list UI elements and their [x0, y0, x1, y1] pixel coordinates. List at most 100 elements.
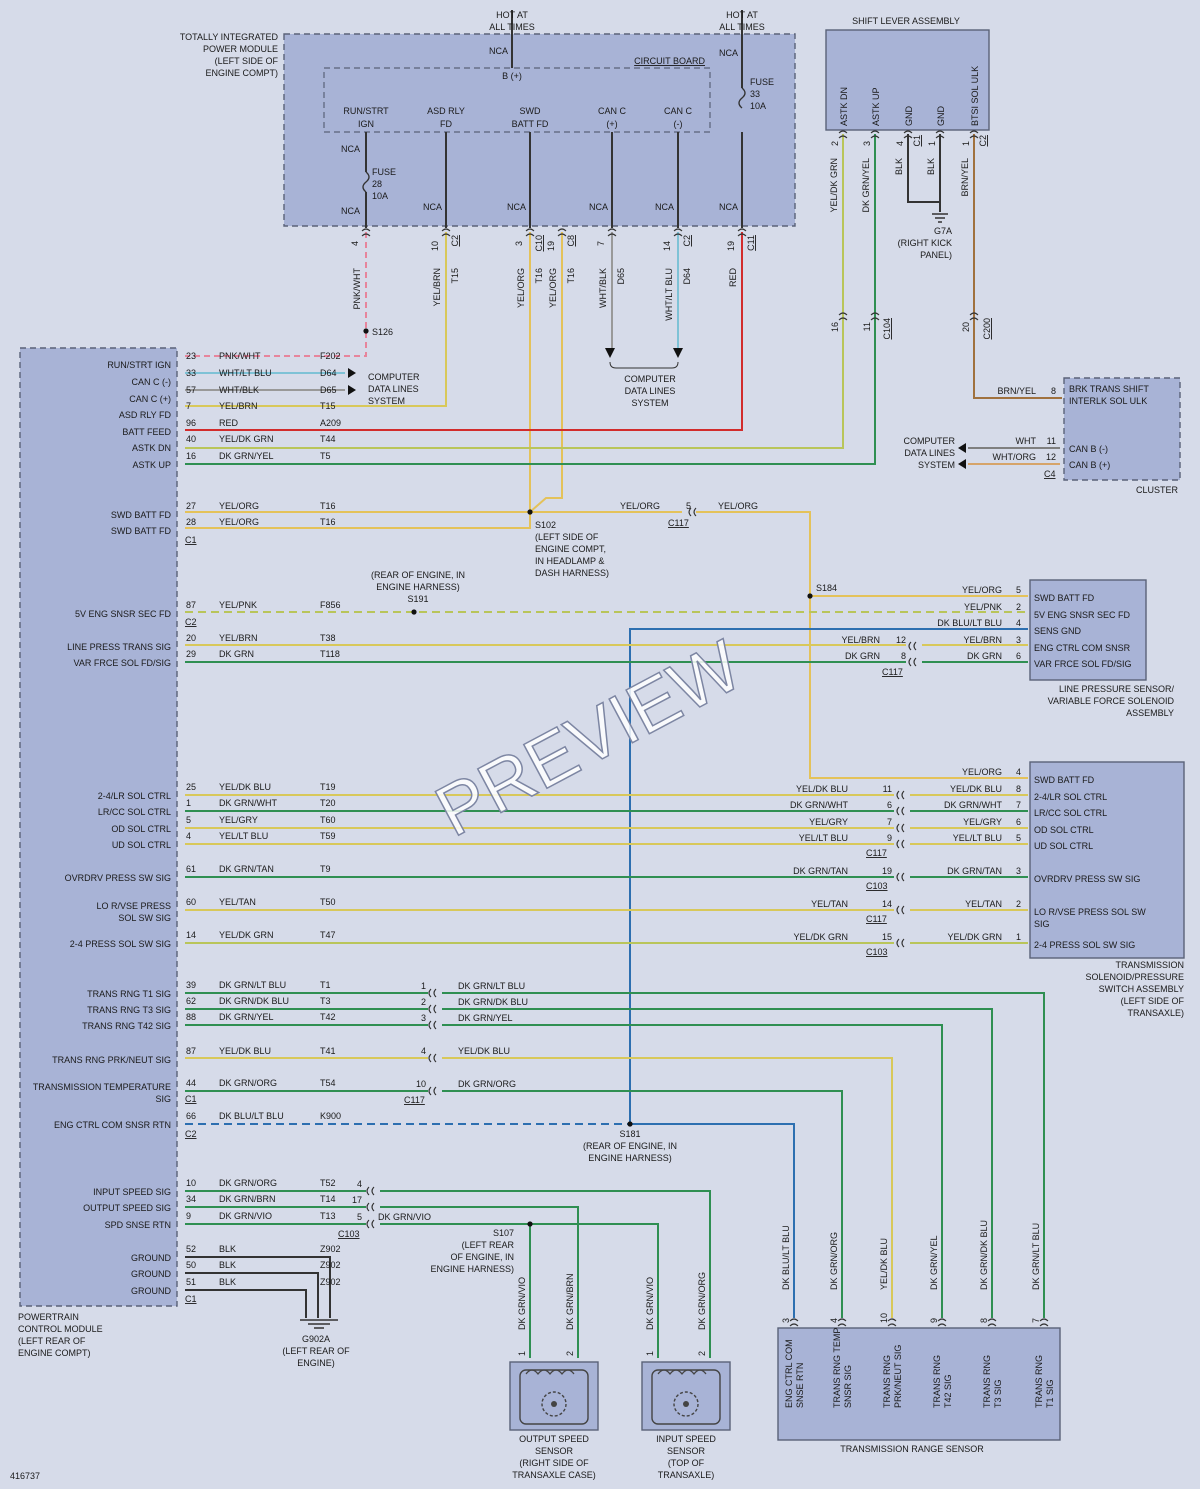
tipm-connector-id: C2 [450, 235, 460, 247]
hot-at-all-times-label: HOT AT [726, 10, 758, 20]
tss-title: TRANSMISSION [1115, 960, 1184, 970]
output-speed-sensor-box [509, 1361, 599, 1431]
lps-pin-number: 6 [1016, 651, 1021, 661]
trs-pin-label: PRK/NEUT SIG [893, 1345, 903, 1408]
pcm-wire-color: YEL/TAN [219, 897, 256, 907]
pcm-circuit-id: Z902 [320, 1277, 341, 1287]
pcm-circuit-id: T20 [320, 798, 336, 808]
wire-sens-gnd [629, 628, 1028, 1124]
tss-pin-label: LR/CC SOL CTRL [1034, 808, 1107, 818]
s107-label: OF ENGINE, IN [450, 1252, 514, 1262]
trs-pin-number: 9 [929, 1318, 939, 1323]
trs-wire-color: DK GRN/DK BLU [979, 1220, 989, 1290]
cluster-pin-number: 12 [1046, 452, 1056, 462]
wire-ground-50 [185, 1272, 319, 1318]
pcm-circuit-id: T60 [320, 815, 336, 825]
lps-wire-color: YEL/BRN [963, 635, 1002, 645]
trs-connector-symbol [937, 1318, 947, 1327]
pcm-pin-number: 66 [186, 1111, 196, 1121]
nca-label: NCA [719, 202, 738, 212]
pcm-pin-label: SPD SNSE RTN [105, 1220, 171, 1230]
wire-asd-rly-fd [185, 232, 447, 407]
pcm-pin-label: ASTK UP [132, 460, 171, 470]
pcm-pin-number: 27 [186, 501, 196, 511]
pcm-pin-label: SWD BATT FD [111, 526, 172, 536]
tipm-pin-number: 10 [430, 241, 440, 251]
cluster-pin-number: 11 [1047, 436, 1056, 446]
pcm-pin-label: 5V ENG SNSR SEC FD [75, 609, 172, 619]
shift-lever-pin-number: 4 [895, 141, 905, 146]
inline-connector-symbol [896, 790, 905, 800]
trs-pin-label: TRANS RNG [982, 1355, 992, 1408]
lps-title: LINE PRESSURE SENSOR/ [1059, 684, 1175, 694]
trs-pin-label: T1 SIG [1045, 1379, 1055, 1408]
trs-pin-label: SNSE RTN [795, 1363, 805, 1408]
tss-pin-label: 2-4/LR SOL CTRL [1034, 792, 1107, 802]
pcm-data-lines-label: SYSTEM [368, 396, 405, 406]
pcm-circuit-id: D64 [320, 368, 337, 378]
cluster-data-lines-label: COMPUTER [904, 436, 956, 446]
tss-pin-number: 6 [1016, 817, 1021, 827]
nca-label: NCA [589, 202, 608, 212]
computer-data-lines-label: SYSTEM [631, 398, 668, 408]
tss-pin-number: 2 [1016, 899, 1021, 909]
pcm-wire-color: DK GRN/ORG [219, 1178, 277, 1188]
osp-wire-color: DK GRN/BRN [565, 1273, 575, 1330]
shift-lever-pin-label: BTSI SOL ULK [970, 66, 980, 126]
pcm-wire-color: DK GRN/TAN [219, 864, 274, 874]
tipm-circuit-id: D65 [616, 268, 626, 285]
tipm-wire-color: PNK/WHT [352, 268, 362, 310]
pcm-circuit-id: T3 [320, 996, 331, 1006]
trs-pin-number: 8 [979, 1318, 989, 1323]
wire-swd-to-tss [809, 596, 1028, 779]
pcm-pin-label: SOL SW SIG [118, 913, 171, 923]
circuit-board-label: CIRCUIT BOARD [634, 56, 705, 66]
pcm-circuit-id: T5 [320, 451, 331, 461]
fuse-33-label: 10A [750, 101, 766, 111]
trs-title: TRANSMISSION RANGE SENSOR [840, 1444, 984, 1454]
nca-label: NCA [655, 202, 674, 212]
wires [185, 10, 1062, 1358]
pcm-circuit-id: T13 [320, 1211, 336, 1221]
pcm-pin-label: 2-4/LR SOL CTRL [98, 791, 171, 801]
pcm-pin-label: GROUND [131, 1269, 171, 1279]
cluster-wire-color: WHT [1016, 436, 1037, 446]
inline-connector-symbol [428, 1086, 437, 1096]
tss-pin-label: SIG [1034, 919, 1050, 929]
lps-box [1029, 579, 1147, 681]
inline-connector-symbol [428, 1004, 437, 1014]
shift-lever-wire-color: YEL/DK GRN [829, 158, 839, 213]
output-speed-sensor-winding [525, 1369, 575, 1375]
c104-pin: 11 [862, 322, 872, 331]
pcm-circuit-id: T1 [320, 980, 331, 990]
inline-pin-number: 14 [882, 899, 892, 909]
tipm-connector-id: C8 [566, 235, 576, 247]
pcm-wire-color: YEL/DK GRN [219, 434, 274, 444]
inline-wire-color: YEL/BRN [841, 635, 880, 645]
trs-pin-label: T42 SIG [943, 1374, 953, 1408]
pcm-wire-color: PNK/WHT [219, 351, 261, 361]
nca-label: NCA [423, 202, 442, 212]
tipm-connector-symbol [361, 228, 371, 237]
tss-wire-color: YEL/DK GRN [947, 932, 1002, 942]
g902a-label: (LEFT REAR OF [282, 1346, 350, 1356]
wire-ground-51 [185, 1289, 307, 1318]
pcm-data-lines-label: DATA LINES [368, 384, 419, 394]
tipm-circuit-label: CAN C [664, 106, 693, 116]
splice-dots [361, 130, 1049, 1327]
pcm-wire-color: YEL/BRN [219, 401, 258, 411]
shift-lever-pin-label: ASTK DN [839, 87, 849, 126]
tss-pin-label: OVRDRV PRESS SW SIG [1034, 874, 1140, 884]
lps-wire-color: YEL/ORG [962, 585, 1002, 595]
tipm-circuit-label: FD [440, 119, 452, 129]
pcm-circuit-id: D65 [320, 385, 337, 395]
tipm-wire-color: YEL/ORG [516, 268, 526, 308]
c200-connector-symbol [969, 312, 979, 321]
tipm-connector-id: C2 [682, 235, 692, 247]
pcm-pin-label: TRANSMISSION TEMPERATURE [33, 1082, 171, 1092]
tipm-circuit-label: CAN C [598, 106, 627, 116]
tipm-connector-symbol [607, 228, 617, 237]
pcm-pin-label: VAR FRCE SOL FD/SIG [73, 658, 171, 668]
tss-pin-label: UD SOL CTRL [1034, 841, 1093, 851]
